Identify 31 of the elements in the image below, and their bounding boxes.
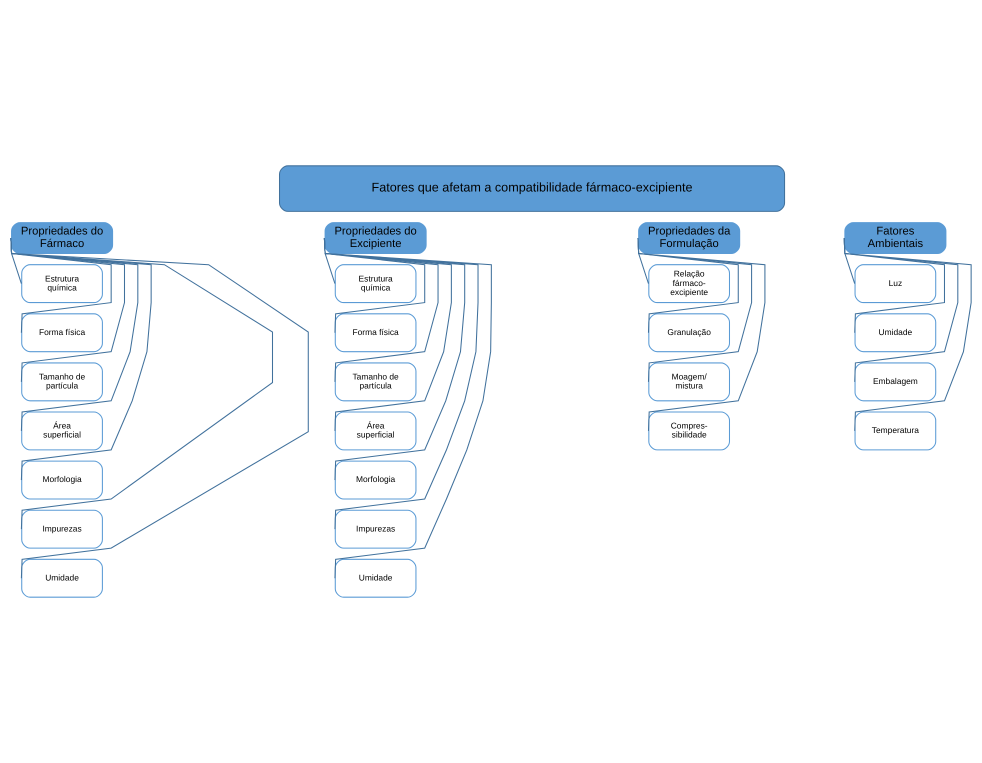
node-box: Morfologia (334, 460, 416, 500)
connector (844, 238, 972, 431)
node-box: Área superficial (334, 412, 416, 450)
node-box: Tamanho de partícula (21, 362, 103, 402)
node-box: Embalagem (854, 362, 936, 402)
node-box: Tamanho de partícula (334, 362, 416, 402)
node-box: Estrutura química (334, 264, 416, 304)
node-box: Luz (854, 264, 936, 304)
node-box: Temperatura (854, 412, 936, 450)
node-box: Estrutura química (21, 264, 103, 304)
node-box: Fatores que afetam a compatibilidade fármaco-excipiente (279, 165, 786, 212)
node-box: Umidade (854, 313, 936, 352)
node-box: Fatores Ambientais (844, 222, 946, 254)
node-box: Umidade (21, 558, 103, 598)
node-box: Morfologia (21, 460, 103, 500)
connector (324, 238, 492, 578)
node-box: Impurezas (21, 510, 103, 549)
node-box: Forma física (21, 313, 103, 352)
connector (10, 238, 309, 578)
node-box: Umidade (334, 558, 416, 598)
node-box: Moagem/ mistura (648, 362, 730, 402)
node-box: Impurezas (334, 510, 416, 549)
node-box: Área superficial (21, 412, 103, 450)
node-box: Relação fármaco- excipiente (648, 264, 730, 304)
node-box: Propriedades do Excipiente (324, 222, 427, 254)
node-box: Forma física (334, 313, 416, 352)
node-box: Granulação (648, 313, 730, 352)
node-box: Propriedades do Fármaco (11, 222, 114, 254)
connector (637, 238, 766, 431)
node-box: Compres- sibilidade (648, 412, 730, 450)
node-box: Propriedades da Formulação (638, 222, 740, 254)
